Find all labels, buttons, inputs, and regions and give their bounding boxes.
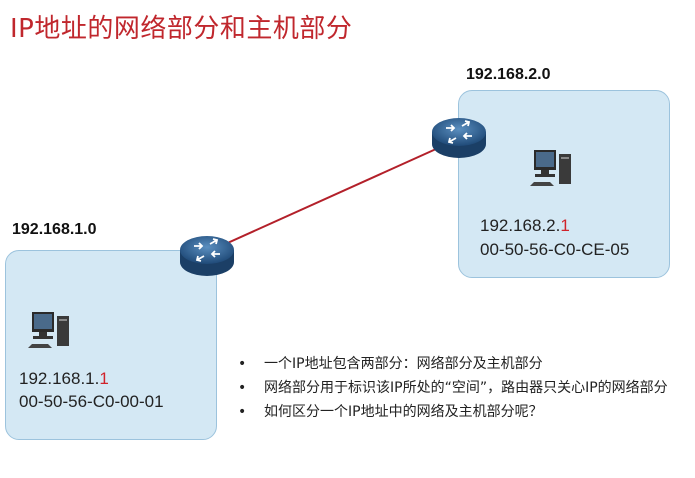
ip-host-part: 1 bbox=[560, 216, 570, 235]
host-ip-right: 192.168.2.1 bbox=[480, 216, 570, 236]
ip-host-part: 1 bbox=[99, 369, 109, 388]
host-mac-right: 00-50-56-C0-CE-05 bbox=[480, 240, 630, 259]
bullet-item: 一个IP地址包含两部分：网络部分及主机部分 bbox=[238, 352, 688, 376]
bullet-item: 网络部分用于标识该IP所处的“空间”，路由器只关心IP的网络部分 bbox=[238, 376, 688, 400]
slide-title: IP地址的网络部分和主机部分 bbox=[10, 14, 353, 44]
host-ip-left: 192.168.1.1 bbox=[19, 369, 109, 389]
router-icon bbox=[180, 236, 234, 276]
ip-network-part: 192.168.2. bbox=[480, 216, 561, 235]
bullet-list: 一个IP地址包含两部分：网络部分及主机部分 网络部分用于标识该IP所处的“空间”… bbox=[238, 352, 688, 424]
host-mac-left: 00-50-56-C0-00-01 bbox=[19, 392, 164, 411]
computer-icon bbox=[28, 312, 69, 348]
network-label-left: 192.168.1.0 bbox=[12, 221, 97, 238]
ip-network-part: 192.168.1. bbox=[19, 369, 100, 388]
bullet-item: 如何区分一个IP地址中的网络及主机部分呢？ bbox=[238, 400, 688, 424]
network-label-right: 192.168.2.0 bbox=[466, 66, 551, 83]
router-link bbox=[211, 139, 457, 251]
router-icon bbox=[432, 118, 486, 158]
computer-icon bbox=[530, 150, 571, 186]
